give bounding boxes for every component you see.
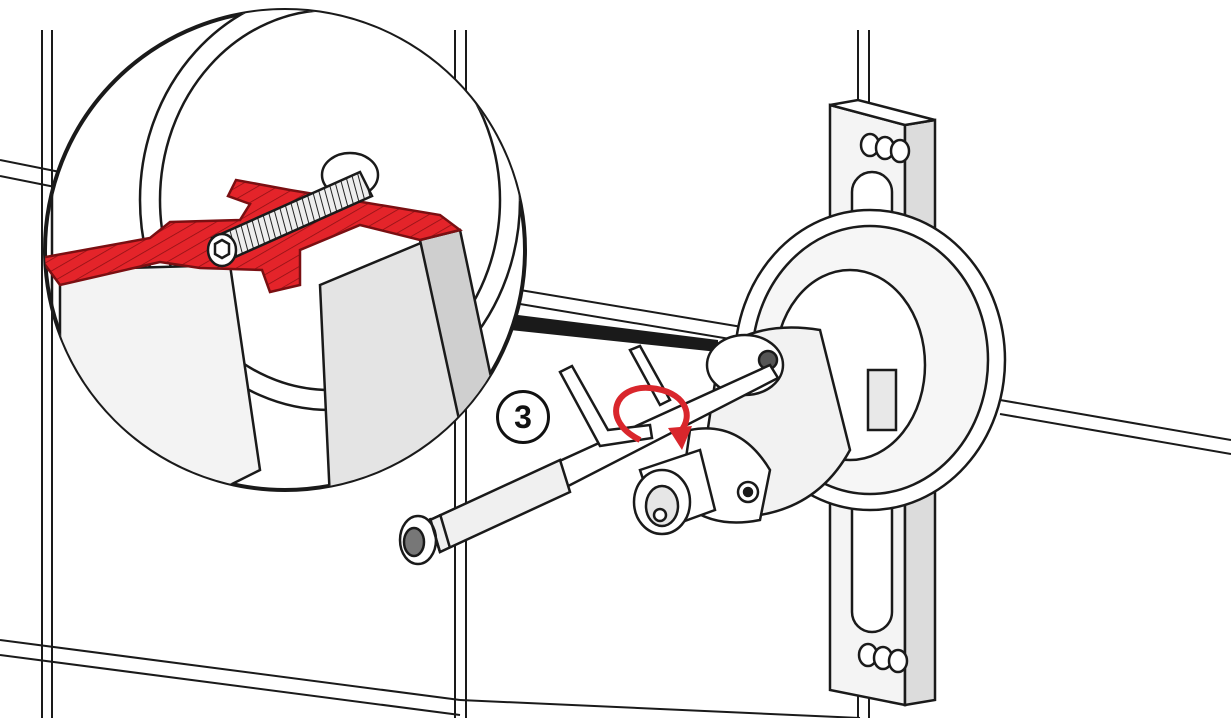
rail-slot-top: [859, 132, 911, 164]
step-number: 3: [514, 398, 532, 435]
rail-slot-bottom: [857, 642, 909, 674]
step-number-badge: 3: [496, 390, 550, 444]
zoom-leader: [510, 315, 718, 352]
clockwise-rotation-arrow-icon: [613, 384, 692, 450]
valve-body: [678, 326, 852, 524]
cartridge-outlet: [632, 448, 717, 536]
extension-rod: [398, 363, 780, 566]
zoom-detail-circle: [43, 8, 527, 492]
